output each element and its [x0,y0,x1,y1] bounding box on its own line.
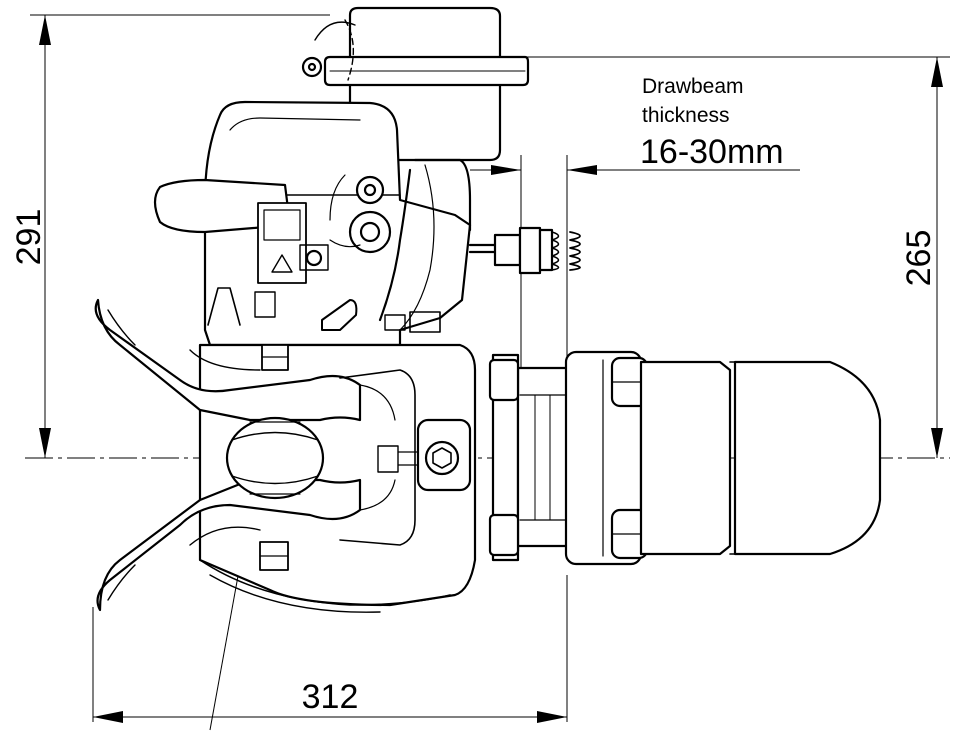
upper-housing [153,100,472,347]
drawbeam-label-line2: thickness [642,104,730,127]
coupling-drawing [94,6,882,613]
drawbeam-value: 16-30mm [640,133,784,171]
dimension-291-label: 291 [10,209,48,266]
rear-flange [488,350,882,566]
spring-adjuster [468,226,581,275]
drawbeam-label-line1: Drawbeam [642,75,744,98]
coupling-jaw [94,298,477,613]
dimension-312-label: 312 [302,678,359,716]
dimension-265-label: 265 [900,230,938,287]
